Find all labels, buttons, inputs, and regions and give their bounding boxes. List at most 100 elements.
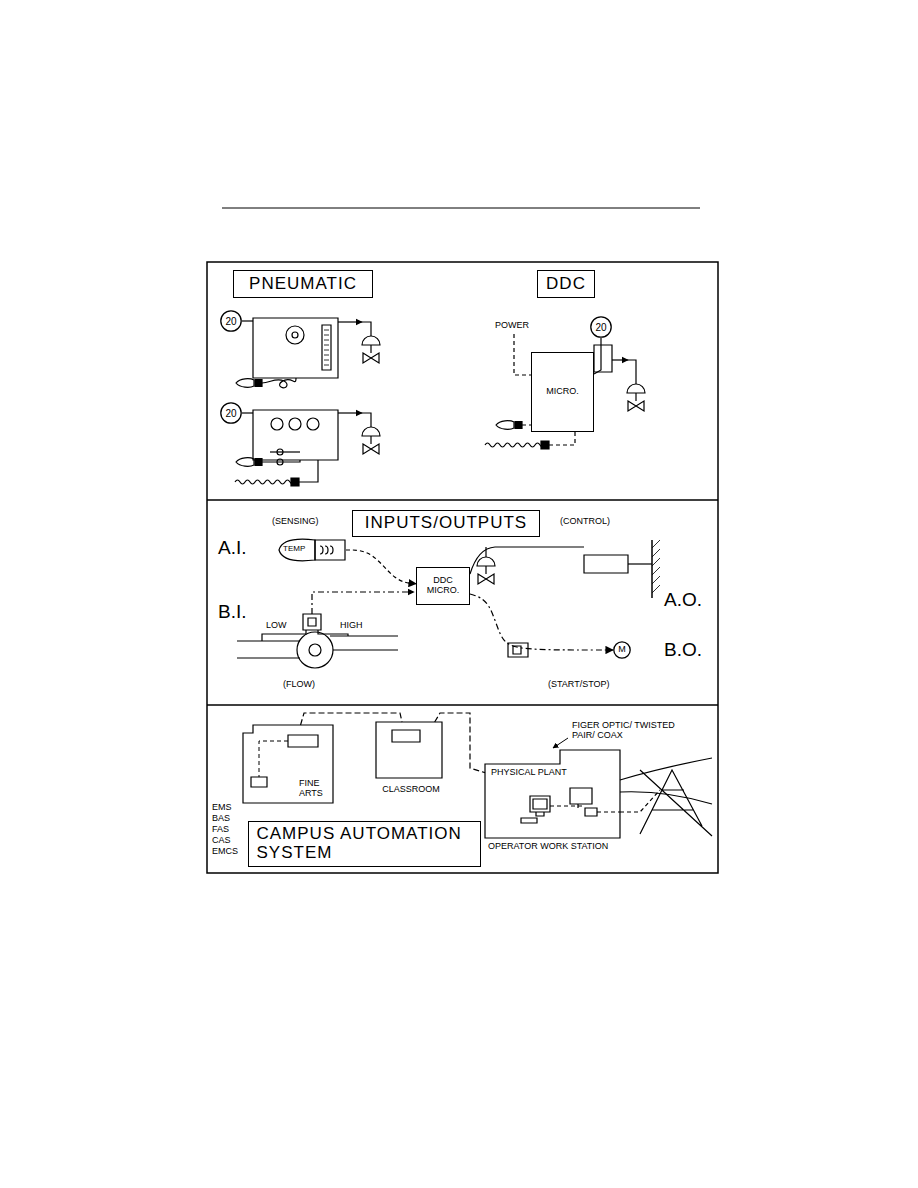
- valve-actuator: [477, 557, 495, 566]
- wall: [651, 540, 653, 598]
- scale-tick: [324, 365, 329, 366]
- cable: [620, 758, 712, 780]
- label: (SENSING): [272, 517, 319, 527]
- sensor-bulb: [496, 421, 514, 429]
- scale-tick: [324, 330, 329, 331]
- scale-tick: [324, 345, 329, 346]
- node-text: PHYSICAL PLANT: [491, 768, 581, 778]
- signal-line: [242, 412, 253, 413]
- sensor-element: [515, 422, 522, 429]
- sensor-element: [255, 380, 262, 387]
- valve-stem: [370, 345, 371, 353]
- label-box: MICRO.: [531, 352, 594, 432]
- wall-hatch: [652, 585, 660, 593]
- building-part: [530, 796, 550, 812]
- restrictor: [277, 449, 283, 455]
- connector: [470, 594, 613, 650]
- callout-circle: 20: [220, 402, 242, 424]
- analog-output-line: [485, 547, 486, 557]
- building-part: [585, 808, 597, 816]
- gauge: [292, 332, 298, 338]
- scale-bar: [322, 325, 331, 370]
- node-text: CAMPUS AUTOMATION SYSTEM: [257, 825, 472, 862]
- valve-body: [363, 444, 379, 454]
- pressure-tap: [262, 630, 348, 641]
- signal-line: [549, 432, 575, 445]
- scale-tick: [324, 350, 329, 351]
- node-text: PNEUMATIC: [249, 275, 357, 294]
- node-text: DDC: [546, 275, 586, 294]
- damper-actuator: [584, 555, 628, 573]
- signal-line: [262, 460, 300, 462]
- valve-stem: [485, 566, 486, 574]
- node-text: CLASSROOM: [362, 785, 460, 795]
- label: POWER: [495, 321, 529, 331]
- valve-actuator: [627, 384, 645, 393]
- circle-outline: [221, 311, 241, 331]
- label-box: DDC: [537, 270, 595, 298]
- building-part: [251, 777, 267, 787]
- sensor-element: [541, 441, 549, 449]
- sensor-wire: [485, 443, 545, 447]
- label: A.I.: [218, 538, 247, 559]
- cable-tower: [640, 770, 712, 836]
- scale-tick: [324, 340, 329, 341]
- wire: [550, 806, 585, 807]
- wall-hatch: [652, 549, 660, 557]
- node-text: 20: [595, 322, 606, 333]
- pipe: [330, 636, 398, 650]
- signal-line: [242, 320, 253, 321]
- label: (CONTROL): [560, 517, 610, 527]
- valve-actuator: [362, 336, 380, 345]
- output-line: [338, 412, 362, 413]
- label: FIGER OPTIC/ TWISTED PAIR/ COAX: [572, 721, 700, 741]
- callout-circle: M: [613, 641, 631, 659]
- circle-outline: [591, 317, 611, 337]
- label: HIGH: [340, 621, 363, 631]
- node-text: 20: [225, 316, 236, 327]
- connector: [346, 550, 416, 584]
- frame: [207, 262, 718, 873]
- connector: [301, 713, 402, 725]
- node-text: INPUTS/OUTPUTS: [365, 514, 527, 533]
- building-part: [288, 735, 318, 747]
- wall-hatch: [652, 540, 660, 548]
- node-text: TEMP: [283, 545, 317, 554]
- power-line: [514, 334, 531, 375]
- label: LOW: [266, 621, 287, 631]
- flow-switch: [303, 614, 321, 630]
- label: EMCS: [212, 847, 238, 857]
- flow-switch: [308, 618, 316, 626]
- transducer: [594, 345, 612, 372]
- building-part: [320, 546, 333, 554]
- wall-hatch: [652, 558, 660, 566]
- sensor-bulb: [236, 458, 254, 466]
- node-text: 20: [225, 408, 236, 419]
- circle-outline: [221, 403, 241, 423]
- wall-hatch: [652, 567, 660, 575]
- node-text: MICRO.: [546, 387, 579, 397]
- gauge: [271, 418, 283, 430]
- pump: [297, 632, 333, 668]
- label-box: INPUTS/OUTPUTS: [352, 510, 540, 538]
- label: CAS: [212, 836, 231, 846]
- restrictor: [277, 459, 283, 465]
- label-box: CAMPUS AUTOMATION SYSTEM: [248, 821, 481, 867]
- signal-line: [299, 460, 318, 482]
- label: B.O.: [664, 640, 702, 661]
- output-line: [362, 413, 371, 427]
- node-outline: [485, 750, 622, 838]
- label: (START/STOP): [548, 680, 610, 690]
- node-text: M: [618, 645, 626, 655]
- label: FAS: [212, 825, 229, 835]
- valve-stem: [635, 393, 636, 401]
- label: BAS: [212, 814, 230, 824]
- scale-tick: [324, 355, 329, 356]
- analog-output-line: [470, 547, 584, 574]
- valve-body: [628, 401, 644, 411]
- output-line: [612, 359, 628, 360]
- output-line: [362, 322, 371, 336]
- scale-tick: [324, 360, 329, 361]
- valve-body: [478, 574, 494, 584]
